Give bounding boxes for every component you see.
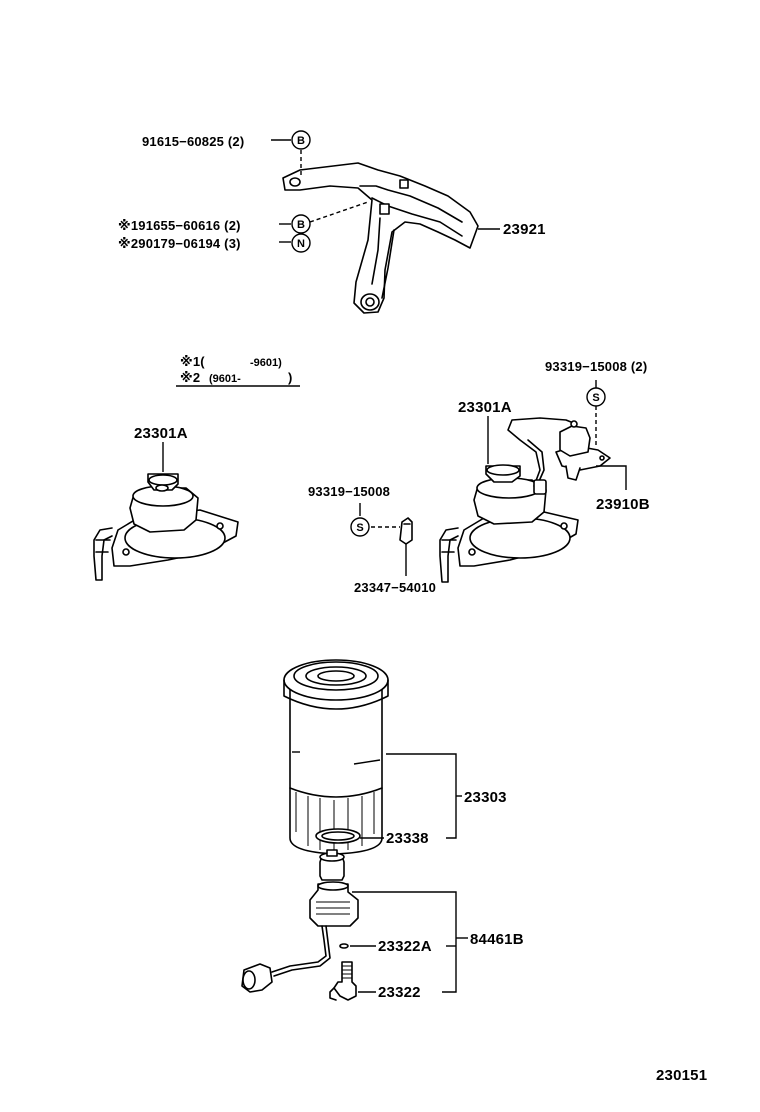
leader-bolt-91655 <box>309 201 369 223</box>
label-sensor: 23322 <box>378 984 421 1001</box>
label-bolt-91615: 91615−60825 (2) <box>142 134 244 149</box>
leader-filter-element <box>386 753 457 839</box>
legend-row2-mark: ※2 <box>180 370 200 385</box>
label-bolt-91655: ※191655−60616 (2) <box>118 218 241 233</box>
switch-23910b-part <box>555 420 611 481</box>
filter-head-right-part <box>439 417 579 583</box>
symbol-b-circle-1: B <box>291 130 311 150</box>
leader-switch <box>596 465 627 490</box>
leader-plug-assembly <box>352 891 457 993</box>
symbol-s-text: S <box>592 392 599 404</box>
label-screw-center: 93319−15008 <box>308 484 390 499</box>
clip-23347-part <box>399 517 413 545</box>
symbol-n-circle: N <box>291 233 311 253</box>
label-filter-head-right: 23301A <box>458 399 512 416</box>
symbol-n-text: N <box>297 238 305 250</box>
legend-row1-mark: ※1( <box>180 354 205 369</box>
legend-row2-range: (9601- <box>209 373 241 385</box>
symbol-s-text: S <box>356 522 363 534</box>
label-bracket: 23921 <box>503 221 546 238</box>
label-filter-head-left: 23301A <box>134 425 188 442</box>
symbol-b-text: B <box>297 219 305 231</box>
label-screw-right: 93319−15008 (2) <box>545 359 647 374</box>
label-plug-assembly: 84461B <box>470 931 524 948</box>
label-clip: 23347−54010 <box>354 580 436 595</box>
diagram-number: 230151 <box>656 1067 707 1084</box>
legend-row2-close: ) <box>288 370 293 385</box>
symbol-b-circle-2: B <box>291 214 311 234</box>
legend-row1-range: -9601) <box>250 357 282 369</box>
symbol-b-text: B <box>297 135 305 147</box>
legend-box: ※1( -9601) ※2 (9601- ) <box>176 354 300 387</box>
plug-assembly-84461b-part <box>241 849 359 993</box>
filter-element-23303-part <box>283 659 389 855</box>
label-switch: 23910B <box>596 496 650 513</box>
o-ring-23322a-part <box>339 943 349 949</box>
sensor-23322-part <box>329 961 357 1001</box>
label-gasket: 23338 <box>386 830 429 847</box>
symbol-s-circle-right: S <box>586 387 606 407</box>
gasket-23338-part <box>315 828 361 844</box>
label-filter-element: 23303 <box>464 789 507 806</box>
filter-head-left-part <box>93 473 239 581</box>
symbol-s-circle-center: S <box>350 517 370 537</box>
label-nut-90179: ※290179−06194 (3) <box>118 236 241 251</box>
bracket-23921-part <box>282 162 479 314</box>
label-o-ring: 23322A <box>378 938 432 955</box>
